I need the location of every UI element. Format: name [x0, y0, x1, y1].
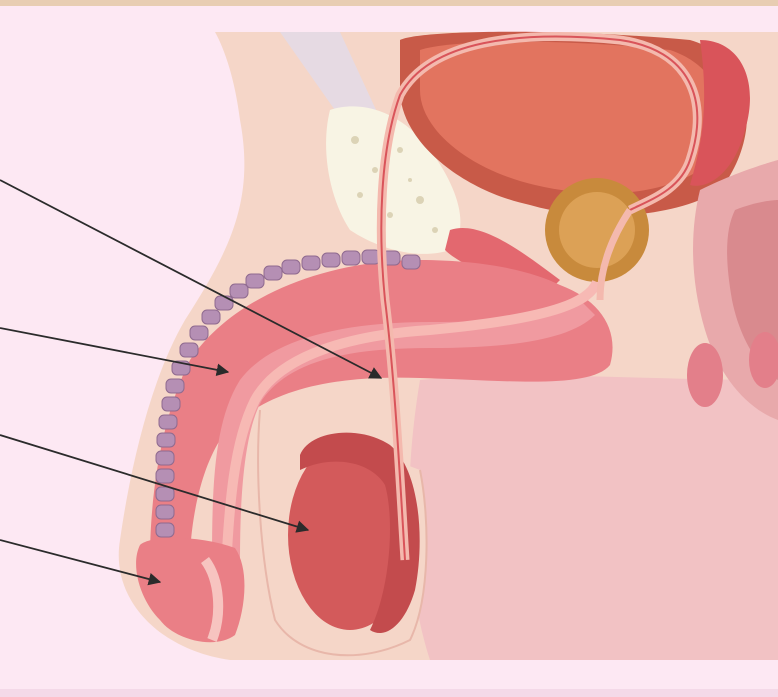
- bottom-border: [0, 689, 778, 697]
- prostate-inner: [559, 192, 635, 268]
- glans: [136, 538, 244, 642]
- deep-tissue: [409, 376, 778, 660]
- anal-sphincter: [687, 343, 723, 407]
